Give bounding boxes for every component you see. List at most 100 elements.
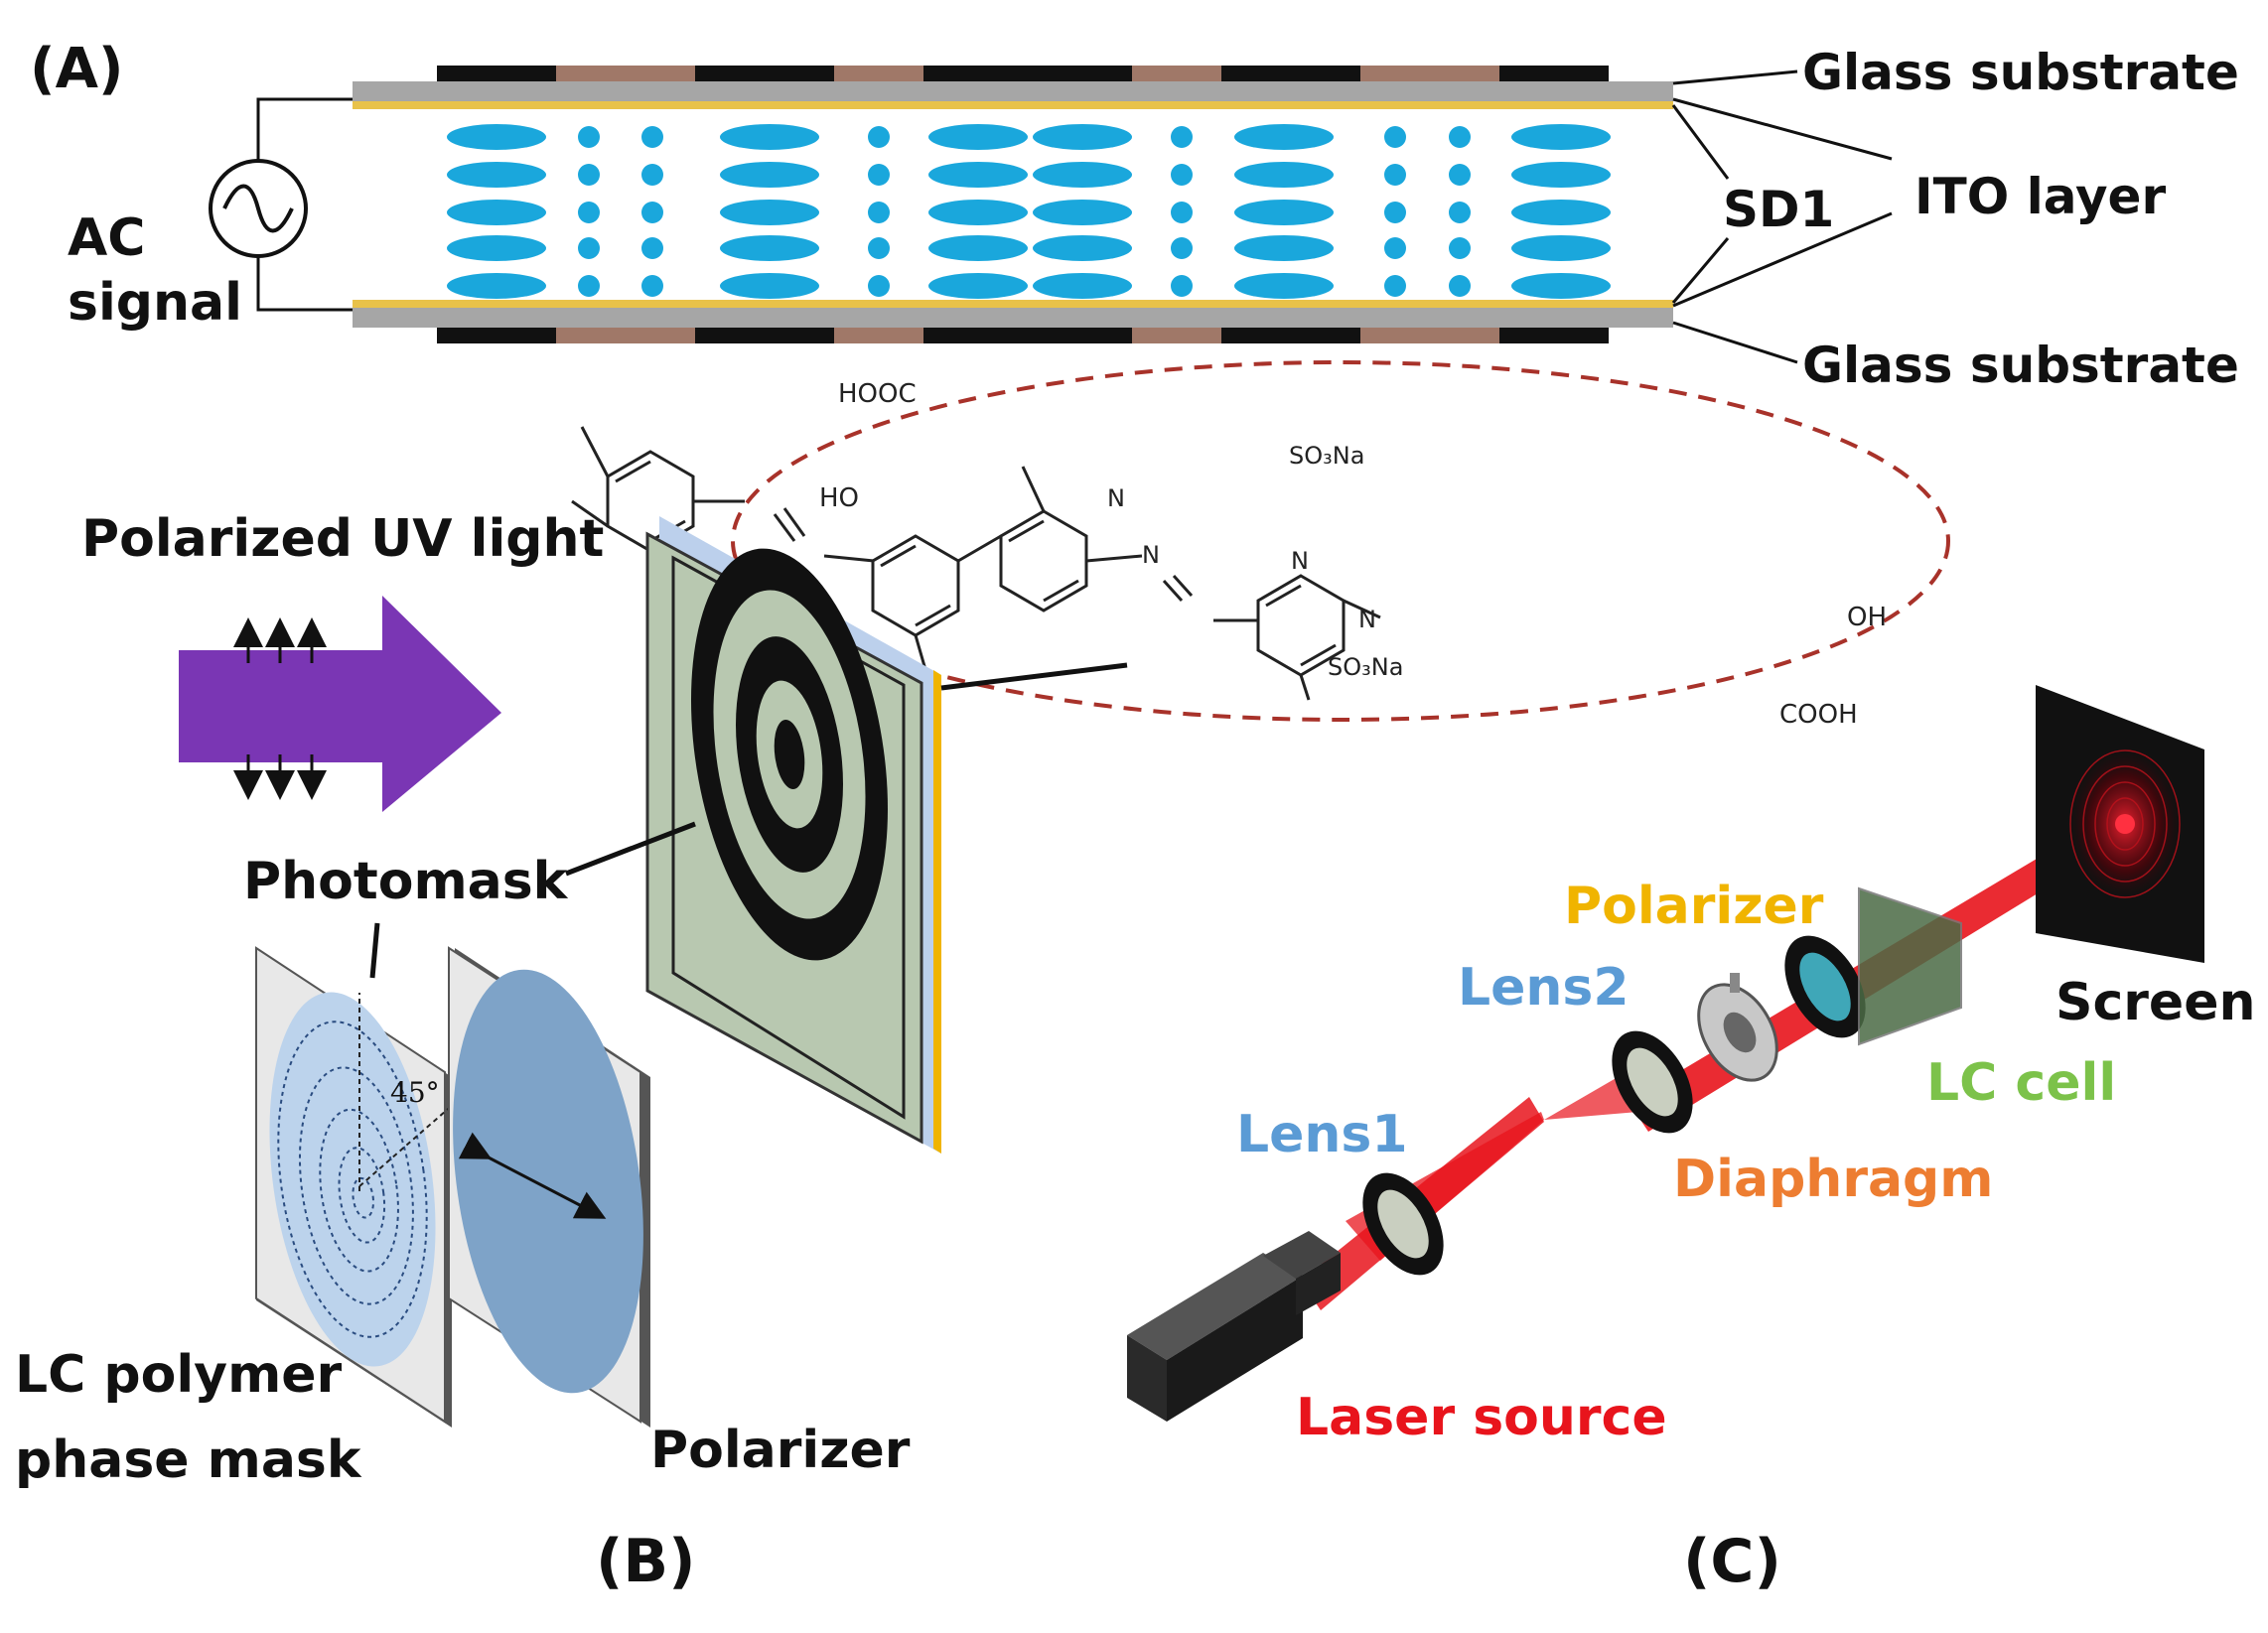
angle-label: 45° xyxy=(390,1076,440,1109)
lc-molecule-standing xyxy=(578,275,600,297)
lc-molecule-lying xyxy=(1511,235,1611,261)
lc-molecule-lying xyxy=(1234,273,1334,299)
top-glass-substrate xyxy=(353,81,1673,101)
screen-label: Screen xyxy=(2055,973,2255,1032)
lc-molecule-standing xyxy=(1384,237,1406,259)
lc-molecule-standing xyxy=(868,237,890,259)
lc-molecule-lying xyxy=(720,200,819,225)
lc-molecule-lying xyxy=(1234,162,1334,188)
lc-molecule-lying xyxy=(447,124,546,150)
bottom-glass-substrate xyxy=(353,308,1673,328)
lc-molecule-standing xyxy=(1171,202,1193,223)
top-electrode-pattern xyxy=(437,66,1609,81)
lc-cell-label: LC cell xyxy=(1926,1053,2116,1113)
photomask-pointer xyxy=(565,821,696,877)
panel-c-lc-cell xyxy=(1858,886,1962,1046)
lc-molecule-standing xyxy=(1384,275,1406,297)
uv-polarization-arrows xyxy=(233,617,327,800)
lc-molecule-standing xyxy=(641,164,663,186)
lc-molecule-standing xyxy=(1449,275,1471,297)
photomask-cell xyxy=(645,516,941,1154)
phase-mask-label-2: phase mask xyxy=(15,1430,362,1490)
molecule-n4: N xyxy=(1358,606,1376,633)
lc-molecule-lying xyxy=(447,235,546,261)
lc-molecule-standing xyxy=(1384,126,1406,148)
lc-molecule-standing xyxy=(641,126,663,148)
lc-molecule-standing xyxy=(1171,164,1193,186)
lens2-label: Lens2 xyxy=(1458,958,1630,1018)
molecule-n3: N xyxy=(1291,547,1309,575)
lc-molecule-standing xyxy=(578,237,600,259)
lc-molecule-lying xyxy=(1033,273,1132,299)
phase-mask-label-1: LC polymer xyxy=(15,1345,343,1405)
lc-molecule-standing xyxy=(641,275,663,297)
diaphragm-label: Diaphragm xyxy=(1673,1150,1993,1209)
panel-b-polarizer xyxy=(448,946,650,1428)
lc-molecule-lying xyxy=(720,162,819,188)
panel-c-tag: (C) xyxy=(1683,1527,1781,1596)
lc-molecule-lying xyxy=(447,273,546,299)
panel-b-polarizer-label: Polarizer xyxy=(650,1421,911,1480)
ac-signal-label-1: AC xyxy=(68,208,145,268)
ito-layer-label: ITO layer xyxy=(1914,168,2166,225)
ac-source xyxy=(209,97,353,312)
molecule-hooc: HOOC xyxy=(838,379,917,409)
lc-polymer-phase-mask: 45° xyxy=(255,946,463,1428)
glass-substrate-bottom-label: Glass substrate xyxy=(1802,337,2239,394)
laser-source xyxy=(1127,1231,1341,1422)
bottom-ito-layer xyxy=(353,300,1673,308)
lc-molecule-standing xyxy=(868,164,890,186)
lc-molecules xyxy=(447,124,1611,299)
lc-molecule-lying xyxy=(928,273,1028,299)
polarized-uv-light-label: Polarized UV light xyxy=(81,509,604,569)
ac-signal-label-2: signal xyxy=(68,273,242,333)
cell-to-molecule-pointer xyxy=(940,662,1128,691)
diaphragm xyxy=(1697,973,1778,1082)
panel-a: (A) xyxy=(30,37,2239,394)
molecule-so3na-top: SO₃Na xyxy=(1289,442,1364,470)
lc-molecule-lying xyxy=(1033,124,1132,150)
lc-molecule-standing xyxy=(1449,202,1471,223)
bottom-electrode-pattern xyxy=(437,328,1609,343)
lc-molecule-lying xyxy=(928,162,1028,188)
panel-b-tag: (B) xyxy=(596,1527,696,1596)
molecule-dashed-ellipse xyxy=(731,360,1950,722)
lc-molecule-standing xyxy=(1171,237,1193,259)
lc-molecule-standing xyxy=(868,126,890,148)
lc-molecule-lying xyxy=(1033,200,1132,225)
lc-molecule-lying xyxy=(1234,124,1334,150)
lc-molecule-lying xyxy=(1511,124,1611,150)
lc-molecule-standing xyxy=(641,202,663,223)
lc-molecule-standing xyxy=(578,202,600,223)
lc-molecule-lying xyxy=(720,273,819,299)
lens1-label: Lens1 xyxy=(1236,1105,1408,1164)
uv-light-arrow xyxy=(179,596,501,812)
lc-molecule-lying xyxy=(720,235,819,261)
lc-molecule-standing xyxy=(1171,126,1193,148)
panel-a-leader-lines xyxy=(1671,69,1893,364)
top-ito-layer xyxy=(353,101,1673,109)
lc-molecule-lying xyxy=(720,124,819,150)
lens1 xyxy=(1362,1172,1444,1276)
lc-molecule-standing xyxy=(868,275,890,297)
lc-molecule-standing xyxy=(868,202,890,223)
lc-molecule-standing xyxy=(1384,202,1406,223)
screen xyxy=(2036,685,2204,963)
lc-molecule-standing xyxy=(1449,164,1471,186)
lc-molecule-standing xyxy=(641,237,663,259)
phase-mask-pointer xyxy=(369,922,380,979)
panel-c-polarizer xyxy=(1784,935,1866,1038)
panel-c-polarizer-label: Polarizer xyxy=(1564,877,1824,936)
lc-molecule-lying xyxy=(1511,200,1611,225)
molecule-n2: N xyxy=(1142,541,1160,569)
molecule-so3na-bottom: SO₃Na xyxy=(1328,653,1403,681)
lc-molecule-lying xyxy=(1511,162,1611,188)
molecule-cooh: COOH xyxy=(1779,700,1858,730)
lc-molecule-lying xyxy=(447,162,546,188)
lc-molecule-standing xyxy=(578,164,600,186)
lc-molecule-standing xyxy=(1449,126,1471,148)
lc-molecule-lying xyxy=(1511,273,1611,299)
lc-molecule-standing xyxy=(1171,275,1193,297)
